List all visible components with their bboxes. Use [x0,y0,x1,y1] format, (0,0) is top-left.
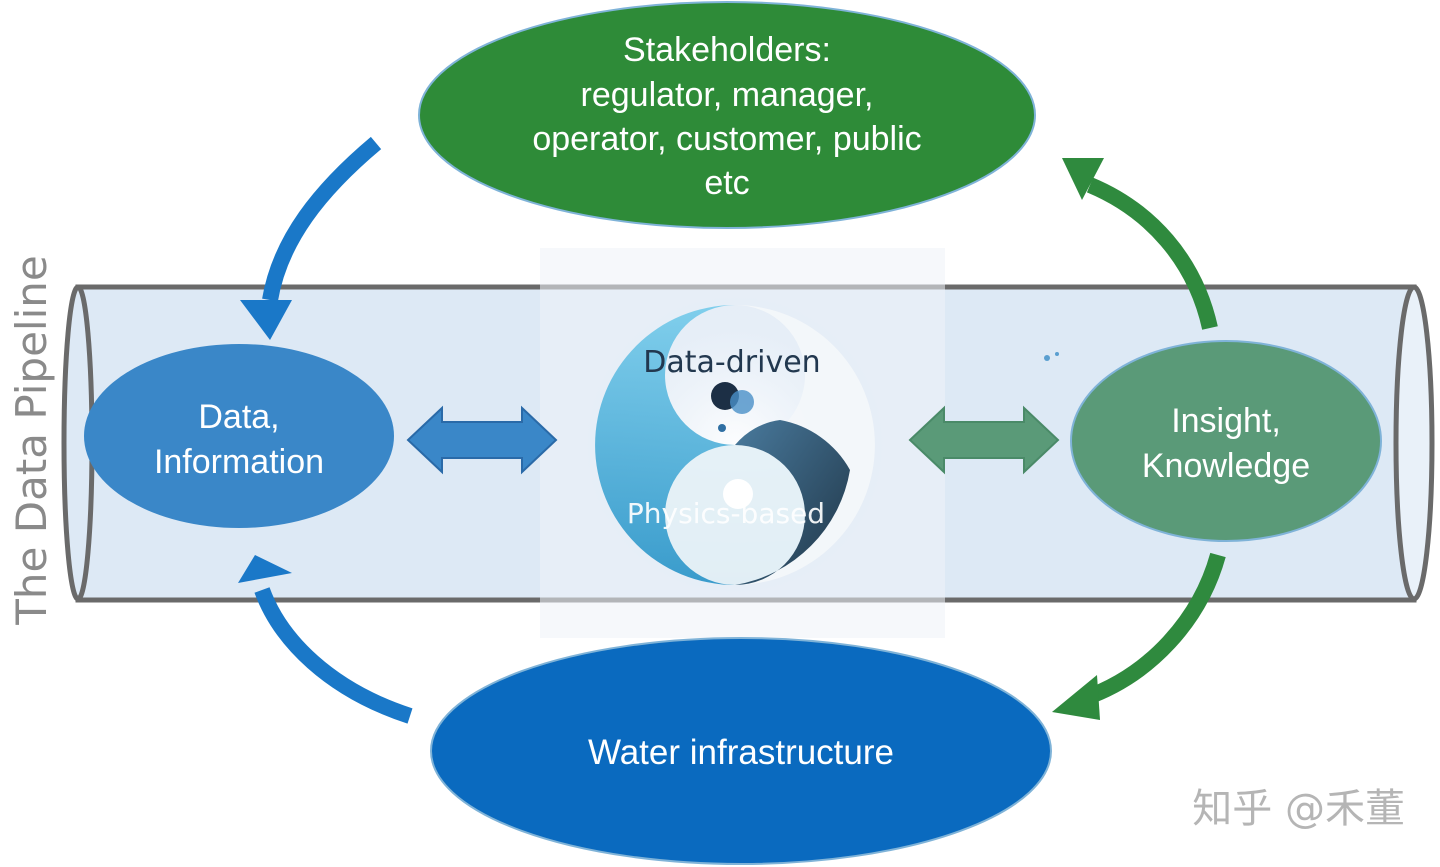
insight-node-line-2: Knowledge [1142,447,1310,485]
arrow-insight-to-water [1082,552,1226,706]
yin-yang-image: Data-driven Physics-based [540,248,1059,638]
insight-double-arrow [908,405,1060,475]
arrow-water-to-data-head [238,555,292,583]
data-node-line-1: Data, [198,398,279,436]
arrow-stakeholders-to-data-head [240,300,292,340]
data-double-arrow [406,405,558,475]
watermark: 知乎 @禾董 [1192,786,1405,832]
insight-knowledge-node: Insight, Knowledge [1070,340,1382,542]
pipeline-label: The Data Pipeline [7,255,56,625]
insight-node-line-1: Insight, [1171,402,1281,440]
arrow-water-to-data [254,587,413,724]
stakeholders-node: Stakeholders: regulator, manager, operat… [418,1,1036,229]
water-infrastructure-node: Water infrastructure [430,637,1052,865]
stakeholders-line-4: etc [704,164,749,202]
arrow-insight-to-water-head [1052,675,1100,720]
arrow-stakeholders-to-data [262,136,382,302]
data-driven-label: Data-driven [643,345,820,380]
data-node-line-2: Information [154,443,324,481]
stakeholders-line-2: regulator, manager, [581,76,874,114]
arrow-insight-to-stakeholders [1086,177,1218,330]
physics-based-label: Physics-based [627,497,825,530]
stakeholders-line-1: Stakeholders: [623,31,831,69]
water-node-label: Water infrastructure [588,733,894,772]
arrow-insight-to-stakeholders-head [1062,158,1104,200]
stakeholders-line-3: operator, customer, public [532,120,921,158]
data-information-node: Data, Information [84,344,394,528]
